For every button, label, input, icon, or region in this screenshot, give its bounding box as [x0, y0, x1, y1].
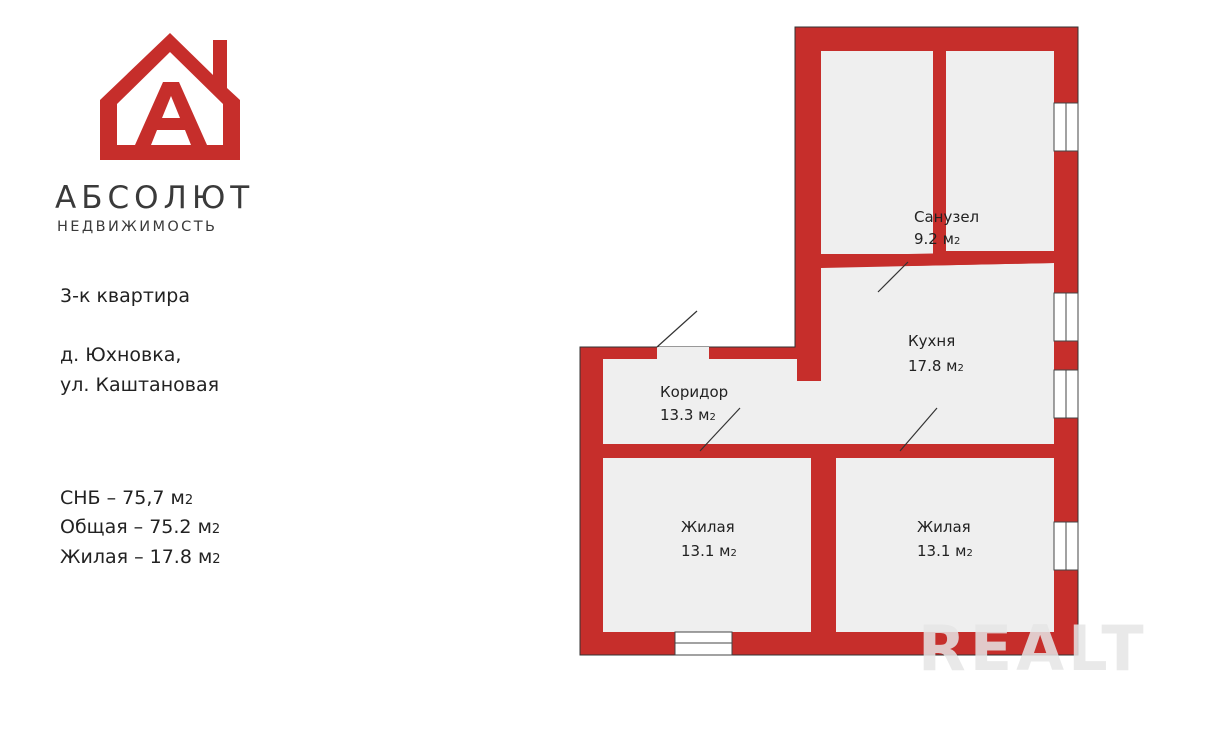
entrance-door-gap — [657, 347, 709, 359]
area-living: Жилая – 17.8 м2 — [60, 546, 221, 568]
room-kitchen-name: Кухня — [908, 332, 955, 350]
room-living-left-area: 13.1 м2 — [681, 542, 737, 560]
brand-name: АБСОЛЮТ — [55, 180, 255, 216]
door-living-right — [899, 407, 938, 452]
room-corridor-area: 13.3 м2 — [660, 406, 716, 424]
room-living-left-name: Жилая — [681, 518, 735, 536]
area-snb: СНБ – 75,7 м2 — [60, 487, 194, 509]
bathroom-partition — [933, 51, 946, 194]
door-entrance — [656, 310, 698, 348]
living-partition — [811, 458, 836, 632]
room-kitchen-area: 17.8 м2 — [908, 357, 964, 375]
wall-segment-3 — [955, 444, 1054, 458]
doors — [656, 261, 938, 452]
door-living-left — [699, 407, 741, 452]
brand-subtitle: НЕДВИЖИМОСТЬ — [57, 219, 218, 235]
room-bathroom-area: 9.2 м2 — [914, 230, 960, 248]
company-logo — [100, 33, 240, 160]
watermark: REALT — [918, 612, 1148, 685]
listing-type: 3-к квартира — [60, 285, 190, 307]
room-corridor-name: Коридор — [660, 383, 728, 401]
address-line-2: ул. Каштановая — [60, 374, 220, 396]
area-total: Общая – 75.2 м2 — [60, 516, 221, 538]
wall-segment-1 — [603, 444, 700, 458]
room-floors — [603, 51, 1054, 632]
bathroom-wall-left — [821, 254, 868, 267]
room-bathroom-name: Санузел — [914, 208, 979, 226]
room-living-right-area: 13.1 м2 — [917, 542, 973, 560]
door-bathroom — [877, 261, 909, 293]
wall-segment-2 — [750, 444, 900, 458]
room-living-right-name: Жилая — [917, 518, 971, 536]
address-line-1: д. Юхновка, — [60, 344, 182, 366]
bathroom-wall-right — [908, 251, 1054, 266]
